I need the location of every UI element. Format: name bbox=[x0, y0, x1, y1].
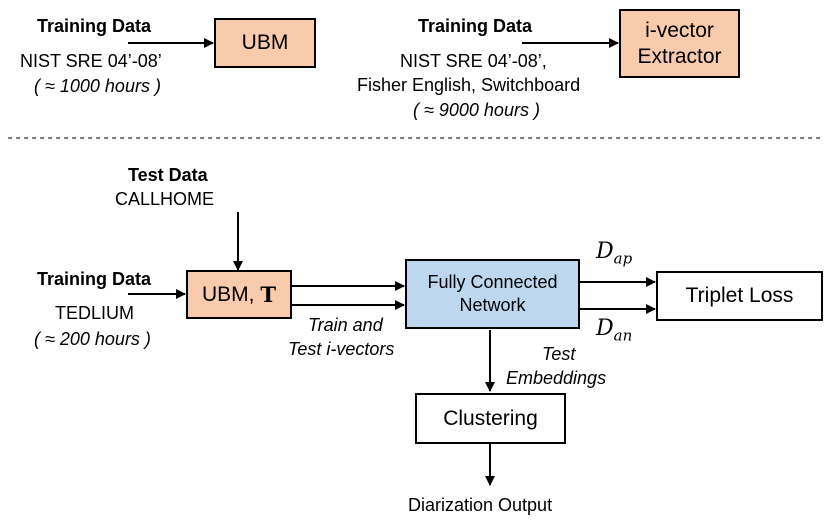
ivectors-label-line2: Test i-vectors bbox=[288, 339, 395, 359]
d-ap-sub: ap bbox=[613, 249, 633, 268]
ivectors-label-line1: Train and bbox=[308, 315, 383, 335]
bottom-hours: ( ≈ 200 hours ) bbox=[34, 329, 151, 349]
ubm-t-box: UBM, T bbox=[186, 270, 292, 319]
embeddings-label-line1: Test bbox=[542, 344, 576, 364]
embeddings-label-line2: Embeddings bbox=[506, 368, 607, 388]
top-right-hours: ( ≈ 9000 hours ) bbox=[413, 100, 540, 120]
top-right-training-label: Training Data bbox=[418, 16, 533, 36]
test-data-source: CALLHOME bbox=[115, 189, 215, 209]
triplet-loss-label: Triplet Loss bbox=[685, 284, 794, 307]
top-right-source-line1: NIST SRE 04’-08’, bbox=[400, 51, 547, 71]
top-right-source-line2: Fisher English, Switchboard bbox=[357, 75, 581, 95]
clustering-label: Clustering bbox=[443, 406, 538, 430]
d-an-base: D bbox=[596, 316, 614, 341]
fc-line1: Fully Connected bbox=[427, 272, 558, 292]
bottom-training-source: TEDLIUM bbox=[55, 303, 135, 323]
fully-connected-network-box: Fully Connected Network bbox=[405, 259, 580, 329]
ivector-extractor-box: i-vector Extractor bbox=[619, 9, 740, 78]
d-an-sub: an bbox=[613, 326, 633, 345]
ubm-box: UBM bbox=[214, 18, 316, 68]
d-an-label: Dan bbox=[596, 318, 632, 346]
top-left-training-label: Training Data bbox=[37, 16, 152, 36]
ivector-extractor-line1: i-vector bbox=[645, 18, 714, 42]
d-ap-label: Dap bbox=[596, 241, 632, 269]
triplet-loss-box: Triplet Loss bbox=[656, 271, 823, 321]
ubm-t-prefix: UBM, bbox=[202, 282, 261, 306]
top-left-source: NIST SRE 04’-08’ bbox=[20, 51, 162, 71]
test-data-label: Test Data bbox=[128, 165, 208, 185]
ubm-box-label: UBM bbox=[241, 31, 289, 54]
ubm-t-symbol: T bbox=[260, 282, 276, 307]
diarization-output-label: Diarization Output bbox=[408, 495, 553, 515]
ivector-extractor-line2: Extractor bbox=[637, 44, 722, 68]
fc-line2: Network bbox=[459, 295, 526, 315]
bottom-training-label: Training Data bbox=[37, 269, 152, 289]
d-ap-base: D bbox=[596, 239, 614, 264]
top-left-hours: ( ≈ 1000 hours ) bbox=[34, 76, 161, 96]
clustering-box: Clustering bbox=[415, 393, 566, 444]
